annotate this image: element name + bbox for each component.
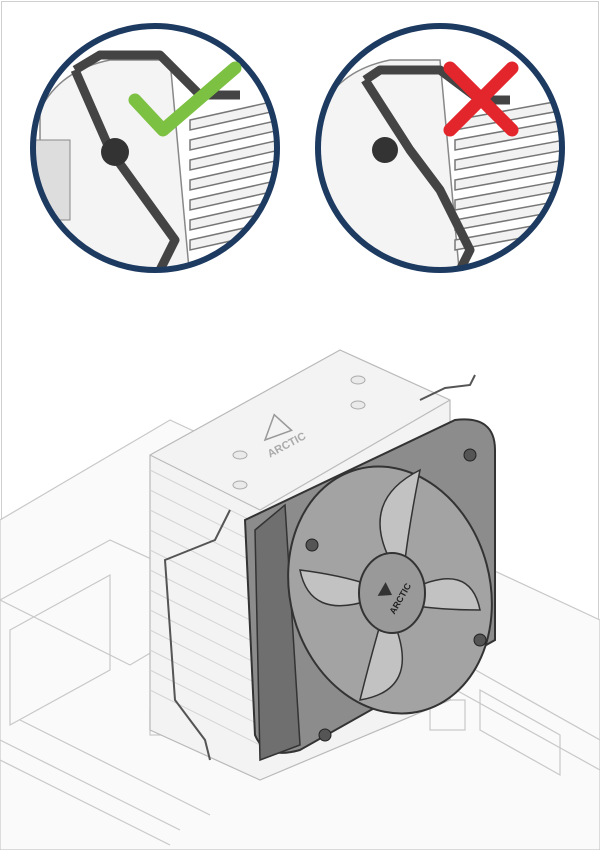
incorrect-detail-circle xyxy=(315,23,565,273)
mounting-clip-left xyxy=(163,509,231,761)
correct-detail-circle xyxy=(30,23,280,273)
check-icon xyxy=(128,61,242,137)
mounting-clip-top xyxy=(419,374,476,401)
cross-icon xyxy=(443,61,519,137)
fan-blades xyxy=(299,468,481,701)
heatsink-fins xyxy=(189,99,277,251)
fan: ARCTIC xyxy=(243,418,496,762)
